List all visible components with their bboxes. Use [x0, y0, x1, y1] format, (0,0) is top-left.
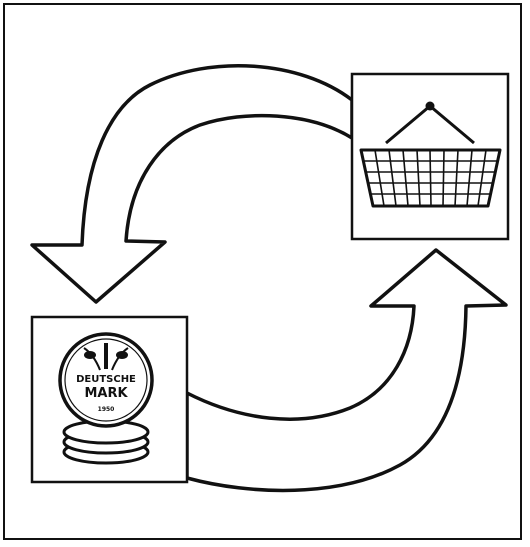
coin-stack-icon: DEUTSCHE MARK 1950 [58, 332, 154, 465]
oak-leaves-icon [83, 343, 129, 371]
coin-box: DEUTSCHE MARK 1950 [30, 315, 189, 484]
shopping-basket-box [350, 72, 510, 241]
top-cycle-arrow [30, 64, 354, 304]
shopping-basket-icon [359, 101, 502, 208]
coin-text-line2: MARK [84, 386, 128, 401]
coin-text-line1: DEUTSCHE [76, 374, 136, 385]
bottom-cycle-arrow [185, 248, 508, 493]
coin-text-line3: 1950 [98, 406, 115, 413]
